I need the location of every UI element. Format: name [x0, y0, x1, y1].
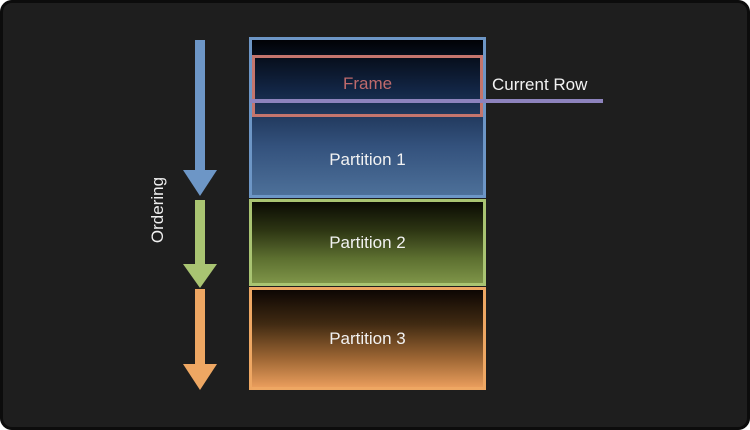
partition-2-label: Partition 2	[329, 232, 406, 252]
partition-1-label: Partition 1	[329, 150, 406, 169]
frame-box: Frame	[252, 55, 483, 117]
ordering-arrow-2-shaft	[195, 200, 205, 264]
partition-3-label: Partition 3	[329, 328, 406, 348]
partition-3-box: Partition 3	[249, 287, 486, 390]
down-arrow-icon-green	[183, 264, 217, 288]
ordering-arrow-1-shaft	[195, 40, 205, 170]
down-arrow-icon-blue	[183, 170, 217, 196]
current-row-line	[250, 99, 603, 103]
current-row-label: Current Row	[492, 75, 588, 94]
partition-2-box: Partition 2	[249, 199, 486, 286]
frame-label: Frame	[342, 74, 393, 93]
partition-1-box: Partition 1	[249, 37, 486, 198]
ordering-arrow-3-shaft	[195, 289, 205, 364]
ordering-axis-label: Ordering	[148, 176, 167, 244]
down-arrow-icon-orange	[183, 364, 217, 390]
